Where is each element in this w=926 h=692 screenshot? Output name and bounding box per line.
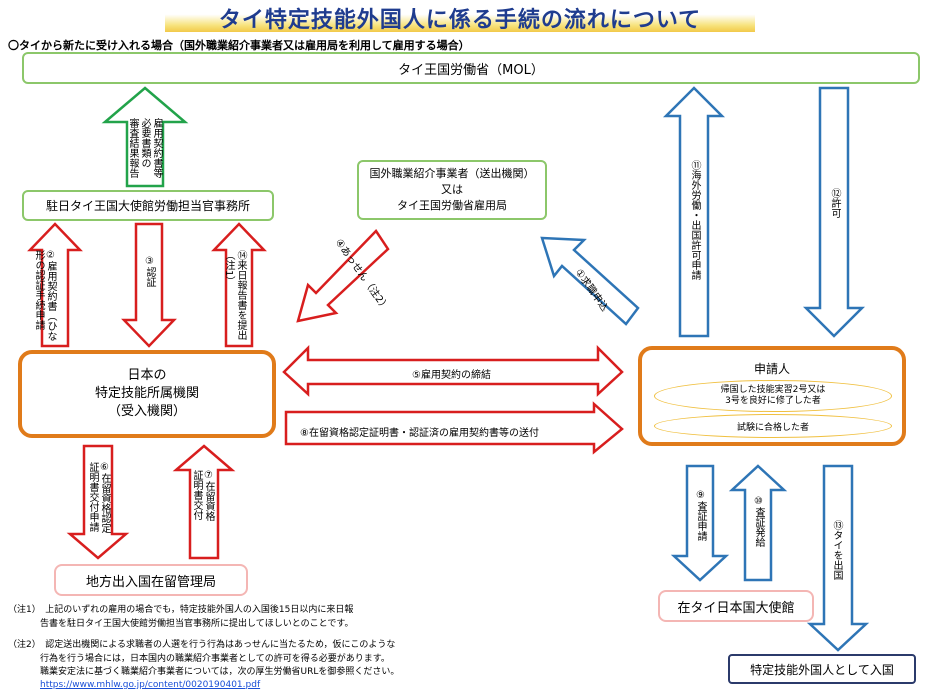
immigration-label: 地方出入国在留管理局 bbox=[85, 574, 216, 590]
mol-label: タイ王国労働省（MOL） bbox=[398, 62, 544, 78]
title-banner bbox=[165, 0, 755, 32]
arrow-8-right bbox=[284, 401, 624, 455]
label-2: ②雇用契約書（ひな 形の認証手続申請 bbox=[33, 250, 56, 341]
japan-organization-box: 日本の 特定技能所属機関 （受入機関） bbox=[18, 350, 276, 438]
arrow-11-up bbox=[662, 86, 726, 338]
label-12: ⑫許可 bbox=[829, 188, 840, 218]
agency-line2: 又は bbox=[441, 183, 463, 196]
agency-box: 国外職業紹介事業者（送出機関） 又は タイ王国労働省雇用局 bbox=[357, 160, 547, 220]
label-3: ③認証 bbox=[144, 256, 155, 287]
entry-box: 特定技能外国人として入国 bbox=[728, 654, 916, 684]
applicant-cond2: 試験に合格した者 bbox=[736, 422, 809, 433]
org-line2: 特定技能所属機関 bbox=[94, 386, 199, 401]
arrow-4-diagonal bbox=[296, 229, 390, 323]
label-5: ⑤雇用契約の締結 bbox=[412, 370, 491, 381]
label-report: 雇用契約書等 必要書類の 審査結果報告 bbox=[127, 118, 162, 178]
label-14: ⑭来日報告書を提出 （注1） bbox=[223, 250, 246, 340]
note-1-line2: 告書を駐日タイ王国大使館労働担当官事務所に提出してほしいとのことです。 bbox=[40, 619, 354, 629]
arrow-6-down bbox=[66, 444, 130, 560]
org-line3: （受入機関） bbox=[107, 404, 186, 419]
note-2-line2: 行為を行う場合には，日本国内の職業紹介事業者としての許可を得る必要があります。 bbox=[40, 654, 390, 664]
label-8: ⑧在留資格認定証明書・認証済の雇用契約書等の送付 bbox=[300, 428, 539, 439]
applicant-cond1-line2: 3号を良好に修了した者 bbox=[725, 396, 821, 406]
label-11: ⑪海外労働・出国許可申請 bbox=[689, 160, 700, 280]
page-title: タイ特定技能外国人に係る手続の流れについて bbox=[218, 8, 702, 33]
immigration-box: 地方出入国在留管理局 bbox=[54, 564, 248, 596]
arrow-report-up bbox=[101, 86, 189, 188]
subtitle: 〇タイから新たに受け入れる場合（国外職業紹介事業者又は雇用局を利用して雇用する場… bbox=[8, 39, 470, 52]
org-line1: 日本の bbox=[127, 368, 167, 383]
arrow-14-up bbox=[211, 222, 267, 348]
label-13: ⑬タイを出国 bbox=[831, 520, 842, 580]
label-9: ⑨査証申請 bbox=[695, 490, 706, 541]
arrow-3-down bbox=[121, 222, 177, 348]
entry-label: 特定技能外国人として入国 bbox=[750, 662, 894, 677]
note-2-line3: 職業安定法に基づく職業紹介事業者については，次の厚生労働省URLを御参照ください… bbox=[40, 667, 400, 677]
arrow-13-down bbox=[806, 464, 870, 652]
arrow-9-down bbox=[670, 464, 730, 582]
arrow-1-diagonal bbox=[540, 236, 640, 326]
agency-line1: 国外職業紹介事業者（送出機関） bbox=[369, 167, 535, 180]
applicant-condition-1: 帰国した技能実習2号又は 3号を良好に修了した者 bbox=[654, 380, 892, 412]
reference-url-link[interactable]: https://www.mhlw.go.jp/content/002019040… bbox=[40, 680, 261, 690]
applicant-box: 申請人 帰国した技能実習2号又は 3号を良好に修了した者 試験に合格した者 bbox=[638, 346, 906, 446]
applicant-label: 申請人 bbox=[753, 362, 790, 376]
arrow-12-down bbox=[802, 86, 866, 338]
arrow-10-up bbox=[728, 464, 788, 582]
label-10: ⑩査証発給 bbox=[753, 496, 764, 547]
arrow-5-bidirectional bbox=[282, 344, 624, 397]
jp-embassy-label: 在タイ日本国大使館 bbox=[677, 600, 795, 616]
label-6: ⑥在留資格認定 証明書交付申請 bbox=[87, 462, 110, 533]
applicant-condition-2: 試験に合格した者 bbox=[654, 414, 892, 438]
thai-embassy-labor-box: 駐日タイ王国大使館労働担当官事務所 bbox=[22, 190, 274, 221]
note-1-line1: （注1） 上記のいずれの雇用の場合でも，特定技能外国人の入国後15日以内に来日報 bbox=[8, 605, 354, 615]
thai-embassy-labor-label: 駐日タイ王国大使館労働担当官事務所 bbox=[45, 199, 250, 213]
note-2-line1: （注2） 認定送出機関による求職者の人選を行う行為はあっせんに当たるため，仮にこ… bbox=[8, 640, 396, 650]
label-7: ⑦在留資格 証明書交付 bbox=[191, 470, 214, 521]
mol-box: タイ王国労働省（MOL） bbox=[22, 52, 920, 84]
jp-embassy-thailand-box: 在タイ日本国大使館 bbox=[658, 590, 814, 622]
arrow-2-up bbox=[27, 222, 83, 348]
agency-line3: タイ王国労働省雇用局 bbox=[397, 199, 507, 212]
applicant-cond1-line1: 帰国した技能実習2号又は bbox=[720, 385, 826, 395]
arrow-7-up bbox=[172, 444, 236, 560]
